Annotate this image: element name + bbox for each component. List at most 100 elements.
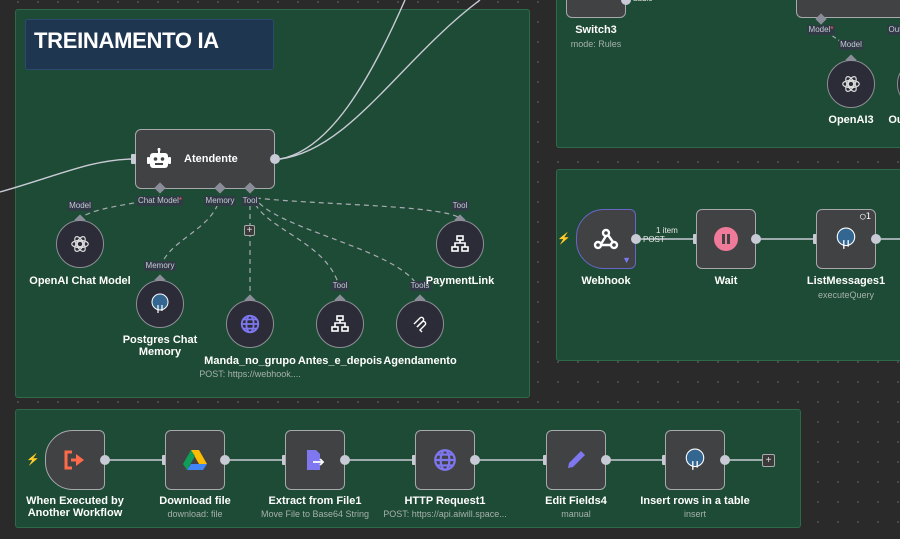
- listmessages-execution-badge: ◯1: [860, 212, 871, 222]
- postgres-icon: [151, 293, 169, 313]
- edit-fields-output-port[interactable]: [601, 455, 611, 465]
- edge-item-count: 1 item: [656, 226, 678, 235]
- webhook-output-port[interactable]: [631, 234, 641, 244]
- openai3-node[interactable]: [827, 60, 875, 108]
- payment-link-name: PaymentLink: [425, 275, 495, 287]
- download-file-node[interactable]: [165, 430, 225, 490]
- chat-model-port-label: Chat Model*: [136, 196, 184, 206]
- ai-agent-name: Atendente: [184, 153, 238, 165]
- wait-name: Wait: [714, 275, 738, 287]
- agendamento-tool-port-label: Tools: [409, 281, 431, 291]
- manda-no-grupo-node[interactable]: [226, 300, 274, 348]
- antes-e-depois-name: Antes_e_depois: [297, 355, 383, 367]
- insert-rows-input-port[interactable]: [662, 455, 667, 465]
- partial-node-name: Ou: [888, 114, 900, 126]
- download-input-port[interactable]: [162, 455, 167, 465]
- download-file-name: Download file: [159, 495, 231, 507]
- trigger-bolt-icon: ⚡: [557, 233, 571, 245]
- openai-model-port-label: Model: [68, 201, 92, 211]
- wait-node[interactable]: [696, 209, 756, 269]
- openai-chat-model-node[interactable]: [56, 220, 104, 268]
- exit-icon: [64, 450, 84, 470]
- pencil-icon: [568, 451, 585, 468]
- ai-agent-output-port[interactable]: [270, 154, 280, 164]
- insert-rows-node[interactable]: [665, 430, 725, 490]
- webhook-name: Webhook: [581, 275, 631, 287]
- openai-icon: [71, 236, 89, 252]
- agent-node-partial[interactable]: [796, 0, 900, 18]
- webhook-icon: [593, 228, 619, 250]
- http-request-subtitle: POST: https://api.aiwill.space...: [383, 509, 507, 519]
- add-tool-button[interactable]: +: [244, 225, 255, 236]
- postgres-icon: [685, 448, 705, 470]
- insert-rows-subtitle: insert: [683, 509, 707, 519]
- switch3-output-label: audio: [633, 0, 653, 3]
- listmessages-subtitle: executeQuery: [817, 290, 875, 300]
- pause-icon: [714, 227, 738, 251]
- robot-icon: [147, 148, 171, 168]
- antes-tool-port-label: Tool: [331, 281, 349, 291]
- memory-port-label: Memory: [204, 196, 236, 206]
- download-output-port[interactable]: [220, 455, 230, 465]
- extract-from-file-node[interactable]: [285, 430, 345, 490]
- listmessages-name: ListMessages1: [806, 275, 886, 287]
- file-export-icon: [307, 450, 325, 470]
- postgres-chat-memory-node[interactable]: [136, 280, 184, 328]
- antes-e-depois-node[interactable]: [316, 300, 364, 348]
- sticky-note-title: TREINAMENTO IA: [34, 28, 219, 53]
- insert-rows-output-port[interactable]: [720, 455, 730, 465]
- listmessages-output-port[interactable]: [871, 234, 881, 244]
- wait-output-port[interactable]: [751, 234, 761, 244]
- google-drive-icon: [183, 450, 207, 470]
- agendamento-node[interactable]: [396, 300, 444, 348]
- when-executed-output-port[interactable]: [100, 455, 110, 465]
- extract-from-file-name: Extract from File1: [268, 495, 362, 507]
- manda-no-grupo-subtitle: POST: https://webhook....: [199, 369, 301, 379]
- payment-link-node[interactable]: [436, 220, 484, 268]
- sitemap-icon: [451, 235, 469, 252]
- openai-chat-model-name: OpenAI Chat Model: [29, 275, 131, 287]
- partial-output-port-label: Out: [887, 25, 900, 35]
- postgres-memory-port-label: Memory: [144, 261, 176, 271]
- http-output-port[interactable]: [470, 455, 480, 465]
- ai-agent-input-port[interactable]: [131, 154, 136, 164]
- http-request-name: HTTP Request1: [404, 495, 486, 507]
- add-node-button[interactable]: +: [762, 454, 775, 467]
- http-request-node[interactable]: [415, 430, 475, 490]
- sticky-note[interactable]: TREINAMENTO IA: [25, 19, 274, 70]
- webhook-node[interactable]: ▼: [576, 209, 636, 269]
- wait-input-port[interactable]: [693, 234, 698, 244]
- listmessages-input-port[interactable]: [813, 234, 818, 244]
- when-executed-node[interactable]: [45, 430, 105, 490]
- edit-fields-input-port[interactable]: [543, 455, 548, 465]
- sitemap-icon: [331, 315, 349, 332]
- globe-icon: [240, 314, 260, 334]
- switch3-node[interactable]: [566, 0, 626, 18]
- extract-input-port[interactable]: [282, 455, 287, 465]
- edit-fields-name: Edit Fields4: [545, 495, 607, 507]
- postgres-icon: [836, 227, 856, 249]
- openai3-name: OpenAI3: [828, 114, 874, 126]
- edit-fields-subtitle: manual: [561, 509, 591, 519]
- tool-port-label: Tool: [241, 196, 259, 206]
- switch3-subtitle: mode: Rules: [570, 39, 622, 49]
- manda-no-grupo-name: Manda_no_grupo: [204, 355, 296, 367]
- extract-from-file-subtitle: Move File to Base64 String: [260, 509, 370, 519]
- mcp-icon: [413, 316, 427, 333]
- payment-tool-port-label: Tool: [451, 201, 469, 211]
- webhook-output-label: POST: [643, 235, 665, 244]
- openai3-port-label: Model: [839, 40, 863, 50]
- openai-icon: [842, 76, 860, 92]
- globe-icon: [434, 449, 456, 471]
- ai-agent-node[interactable]: Atendente: [135, 129, 275, 189]
- partial-model-port-label: Model*: [807, 25, 835, 35]
- http-input-port[interactable]: [412, 455, 417, 465]
- switch3-output-port[interactable]: [621, 0, 631, 5]
- extract-output-port[interactable]: [340, 455, 350, 465]
- insert-rows-name: Insert rows in a table: [640, 495, 750, 507]
- edit-fields-node[interactable]: [546, 430, 606, 490]
- listmessages-node[interactable]: ◯1: [816, 209, 876, 269]
- switch3-name: Switch3: [575, 24, 617, 36]
